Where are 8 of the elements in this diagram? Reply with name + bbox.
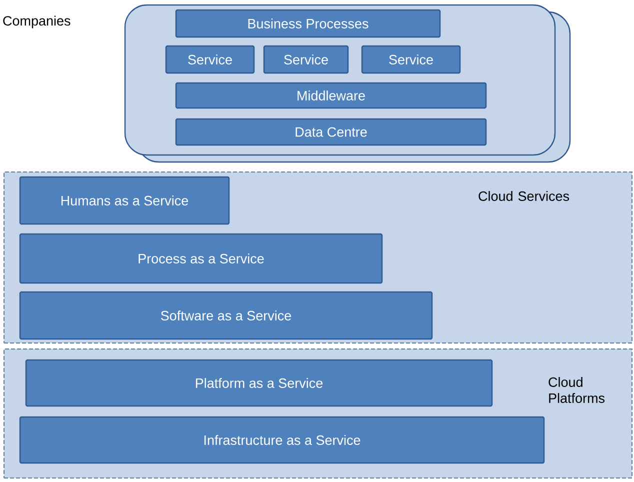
layer-box: Humans as a Service (19, 176, 230, 225)
layer-box: Infrastructure as a Service (19, 416, 545, 464)
group-label: Cloud Platforms (548, 377, 605, 403)
group-label: Cloud Services (478, 191, 570, 201)
group-label: Companies (3, 16, 70, 28)
layer-box: Platform as a Service (25, 359, 493, 407)
layer-box: Software as a Service (19, 291, 433, 340)
layer-box: Process as a Service (19, 233, 383, 284)
